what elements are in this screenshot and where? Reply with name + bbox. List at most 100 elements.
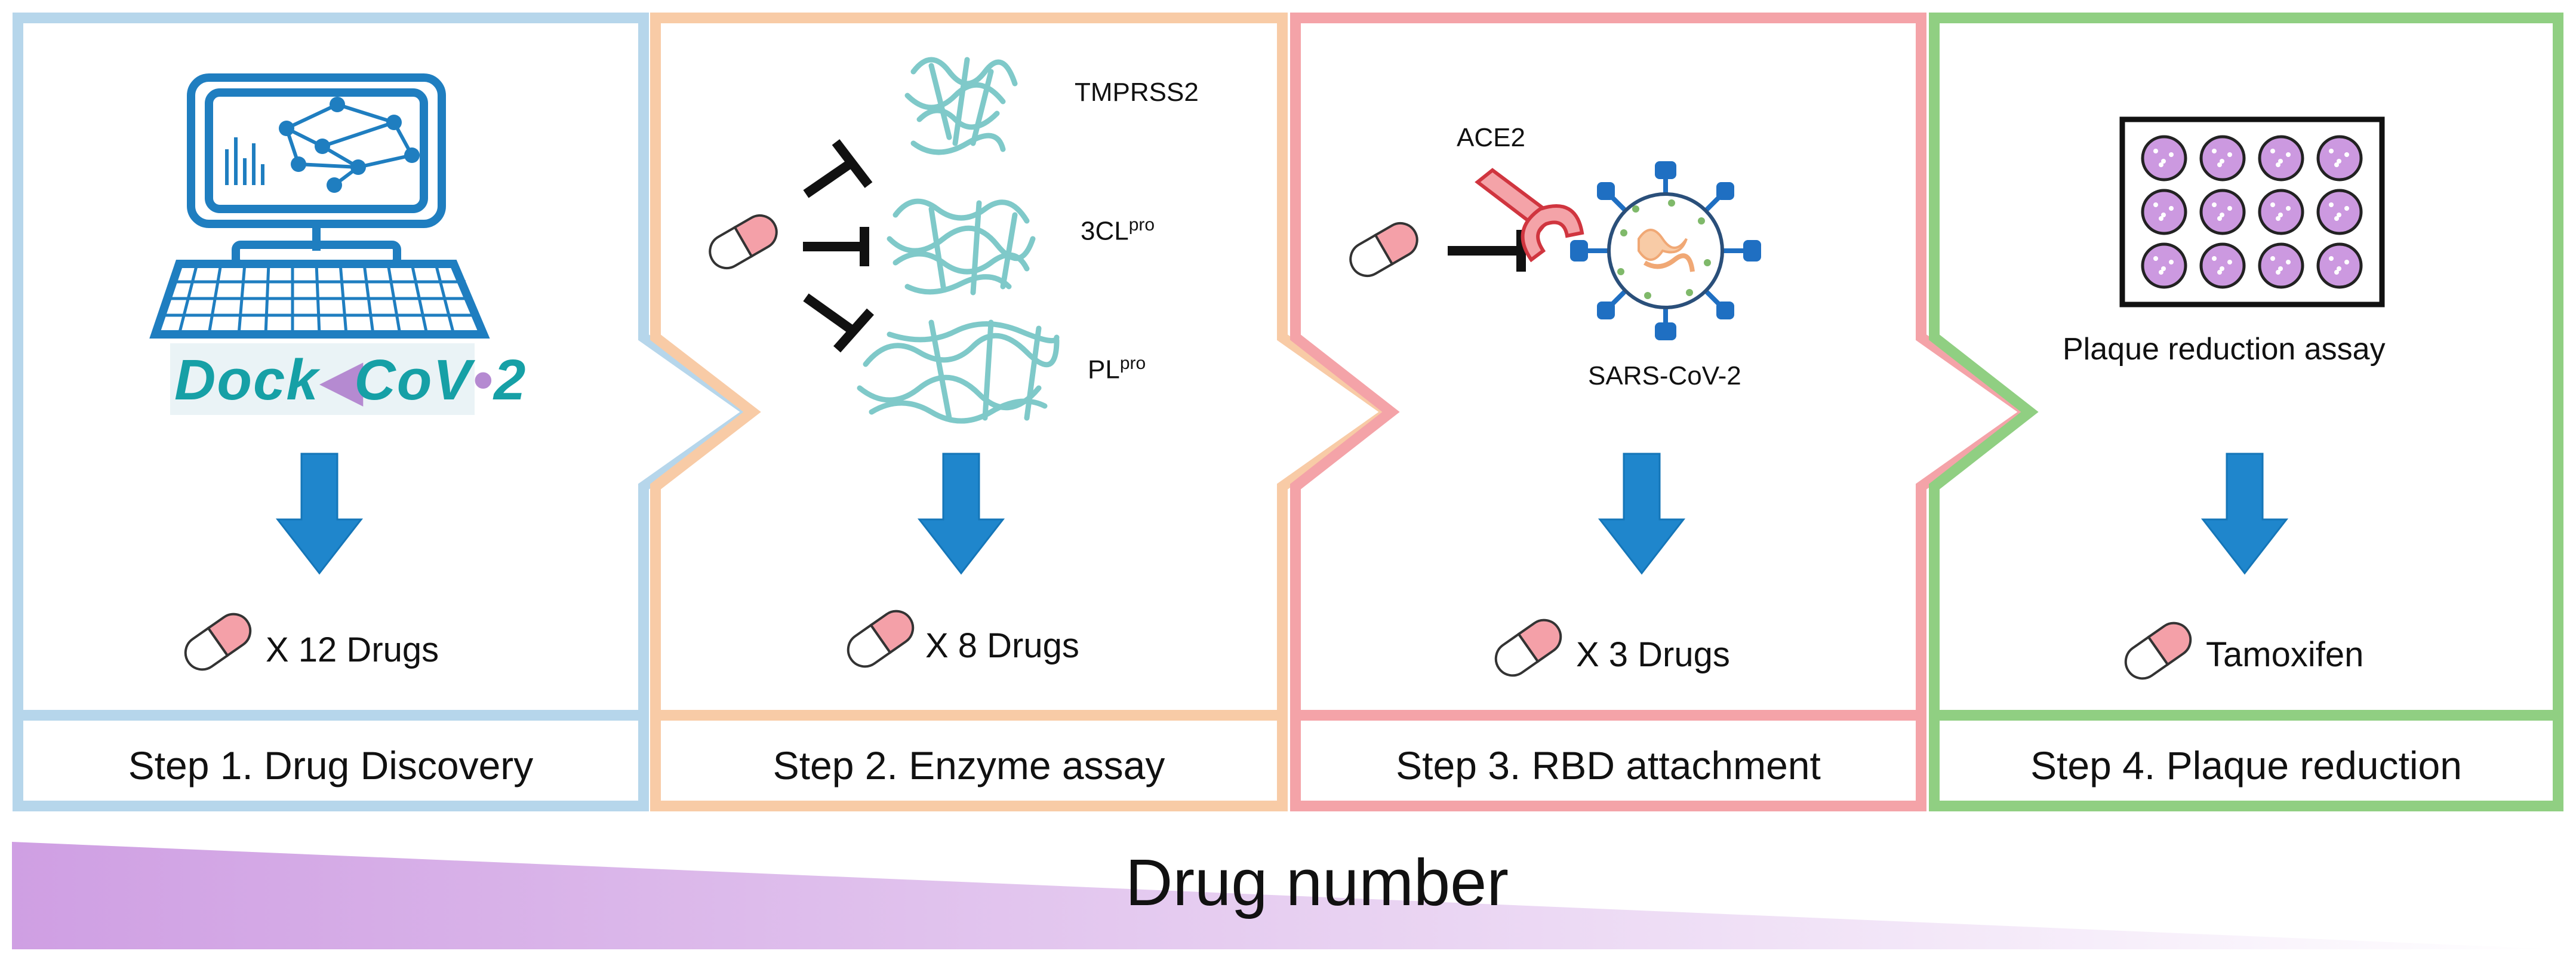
plaque-speck [2286, 206, 2291, 211]
down-arrow-icon [1598, 453, 1686, 575]
target-label-plpro: PLpro [1088, 353, 1146, 385]
dot-icon: • [472, 348, 494, 412]
plaque-speck [2212, 149, 2217, 153]
plaque-speck [2270, 149, 2275, 153]
receptor-icon [1475, 168, 1584, 263]
plaque-speck [2212, 256, 2217, 261]
target-label-tmprss2: TMPRSS2 [1075, 78, 1199, 107]
well [2141, 242, 2187, 289]
plaque-speck [2329, 202, 2334, 207]
plaque-speck [2169, 260, 2174, 264]
logo-right-text: CoV [354, 348, 473, 412]
plaque-speck [2337, 213, 2341, 217]
plaque-speck [2278, 213, 2283, 217]
plaque-speck [2169, 206, 2174, 211]
result-step4: Tamoxifen [2206, 635, 2364, 674]
plaque-speck [2329, 256, 2334, 261]
plaque-speck [2276, 216, 2280, 221]
result-step3: X 3 Drugs [1576, 635, 1730, 674]
target-sup: pro [1128, 215, 1155, 235]
pill-icon [2124, 622, 2192, 680]
well [2141, 135, 2187, 182]
plaque-speck [2159, 270, 2163, 275]
plaque-speck [2270, 202, 2275, 207]
plaque-speck [2159, 162, 2163, 167]
well [2316, 135, 2363, 182]
plaque-speck [2276, 270, 2280, 275]
plaque-speck [2278, 159, 2283, 164]
plaque-speck [2227, 152, 2232, 157]
virus-label: SARS-CoV-2 [1588, 361, 1741, 390]
logo-suffix-text: 2 [494, 348, 527, 412]
computer-icon [149, 73, 490, 339]
plaque-speck [2161, 266, 2166, 271]
logo-background [170, 343, 475, 415]
plaque-speck [2220, 213, 2224, 217]
plaque-speck [2220, 159, 2224, 164]
plaque-speck [2337, 159, 2341, 164]
well [2199, 189, 2246, 235]
plaque-speck [2270, 256, 2275, 261]
pill-icon [709, 214, 778, 269]
down-arrow-icon [2200, 453, 2289, 575]
assay-label: Plaque reduction assay [2063, 332, 2386, 367]
panel-step4-border [1929, 13, 2563, 811]
plaque-speck [2212, 202, 2217, 207]
plaque-speck [2286, 260, 2291, 264]
well [2199, 242, 2246, 289]
plaque-speck [2169, 152, 2174, 157]
plaque-speck [2344, 206, 2349, 211]
step2-title: Step 2. Enzyme assay [773, 743, 1165, 787]
protein-structure-icon [904, 57, 1018, 155]
well [2258, 135, 2304, 182]
plaque-speck [2337, 266, 2341, 271]
pill-icon [1494, 619, 1562, 677]
target-sup: pro [1119, 353, 1146, 373]
plaque-speck [2159, 216, 2163, 221]
plaque-speck [2217, 270, 2222, 275]
target-label-3clpro: 3CLpro [1081, 215, 1155, 247]
plaque-speck [2227, 206, 2232, 211]
plaque-speck [2278, 266, 2283, 271]
well [2316, 189, 2363, 235]
dock-cov2-logo: Dock◀ CoV•2 [174, 346, 527, 413]
panel-step4 [1929, 13, 2563, 811]
well [2141, 189, 2187, 235]
well-plate-icon [2119, 116, 2385, 307]
protein-structure-icon [887, 198, 1036, 296]
panel-step2-border [650, 13, 1398, 811]
panel-step3 [1290, 13, 2036, 811]
well [2258, 242, 2304, 289]
pill-icon [1349, 222, 1418, 277]
panel-step2 [650, 13, 1398, 811]
inhibition-icon [803, 227, 869, 266]
result-step2: X 8 Drugs [925, 626, 1079, 665]
plaque-speck [2344, 260, 2349, 264]
receptor-label: ACE2 [1457, 123, 1525, 152]
plaque-speck [2161, 159, 2166, 164]
result-step1: X 12 Drugs [266, 630, 439, 669]
pill-icon [847, 610, 915, 668]
target-name: 3CL [1081, 216, 1129, 246]
well [2199, 135, 2246, 182]
panel-step3-border [1290, 13, 2036, 811]
plaque-speck [2220, 266, 2224, 271]
triangle-icon: ◀ [319, 348, 365, 412]
inhibition-icon [803, 293, 874, 353]
plaque-speck [2227, 260, 2232, 264]
inhibition-icon [1448, 230, 1526, 272]
plaque-speck [2334, 162, 2339, 167]
target-name: PL [1088, 355, 1120, 384]
well [2316, 242, 2363, 289]
protein-structure-icon [857, 319, 1060, 424]
inhibition-icon [803, 139, 873, 198]
plaque-speck [2276, 162, 2280, 167]
plaque-speck [2153, 202, 2158, 207]
drug-number-gradient [12, 842, 2561, 949]
logo-left-text: Dock [174, 348, 319, 412]
plaque-speck [2329, 149, 2334, 153]
plaque-speck [2344, 152, 2349, 157]
target-name: TMPRSS2 [1075, 78, 1199, 107]
